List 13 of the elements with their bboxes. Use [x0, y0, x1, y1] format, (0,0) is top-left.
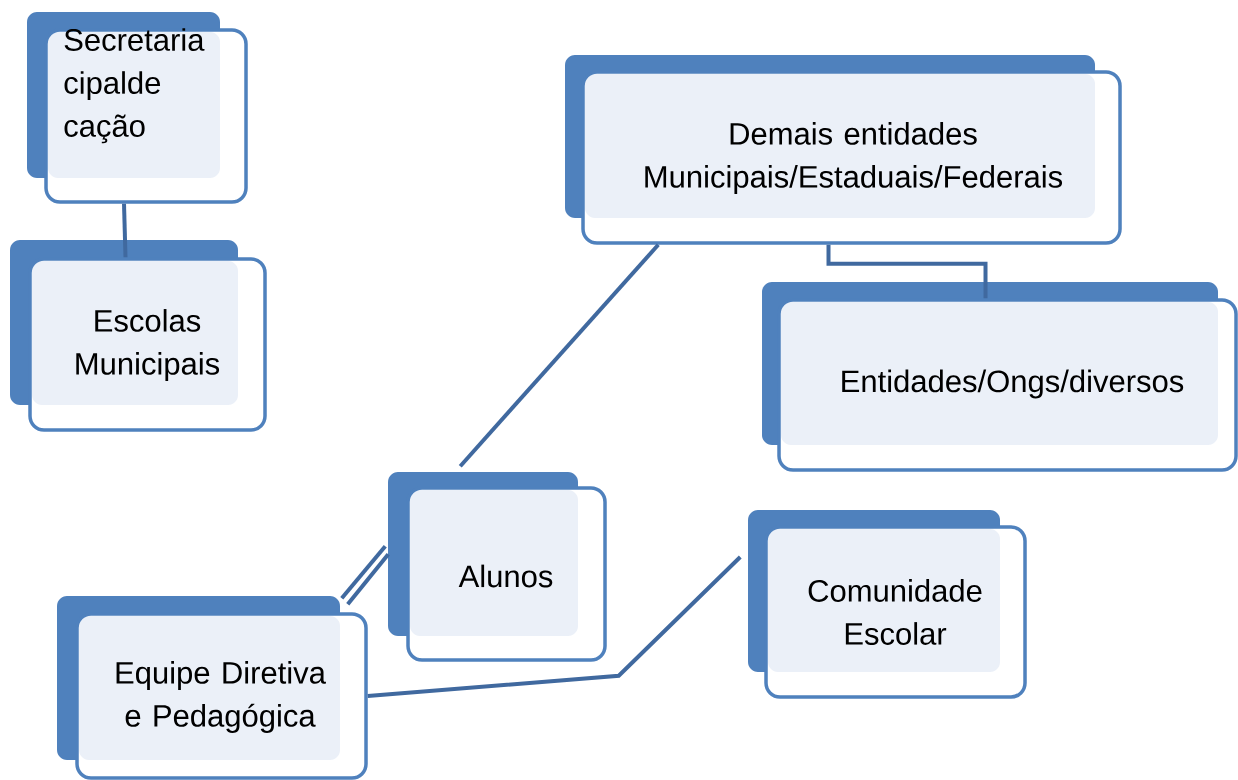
rounded-box: Entidades/Ongs/diversos [762, 282, 1238, 472]
connector-line [458, 243, 660, 468]
rounded-box: Escolas Municipais [10, 240, 267, 432]
connector-line [340, 544, 387, 600]
rounded-box: Secretaria cipalde cação [27, 12, 248, 204]
rounded-box: Equipe Diretiva e Pedagógica [57, 596, 368, 780]
connector-line [346, 553, 390, 606]
connector-line [367, 555, 742, 698]
connector-line [122, 203, 128, 258]
rounded-box: Comunidade Escolar [748, 510, 1027, 699]
connector-line [826, 244, 988, 299]
rounded-box: Alunos [388, 472, 607, 662]
rounded-box: Demais entidades Municipais/Estaduais/Federais [565, 55, 1122, 245]
